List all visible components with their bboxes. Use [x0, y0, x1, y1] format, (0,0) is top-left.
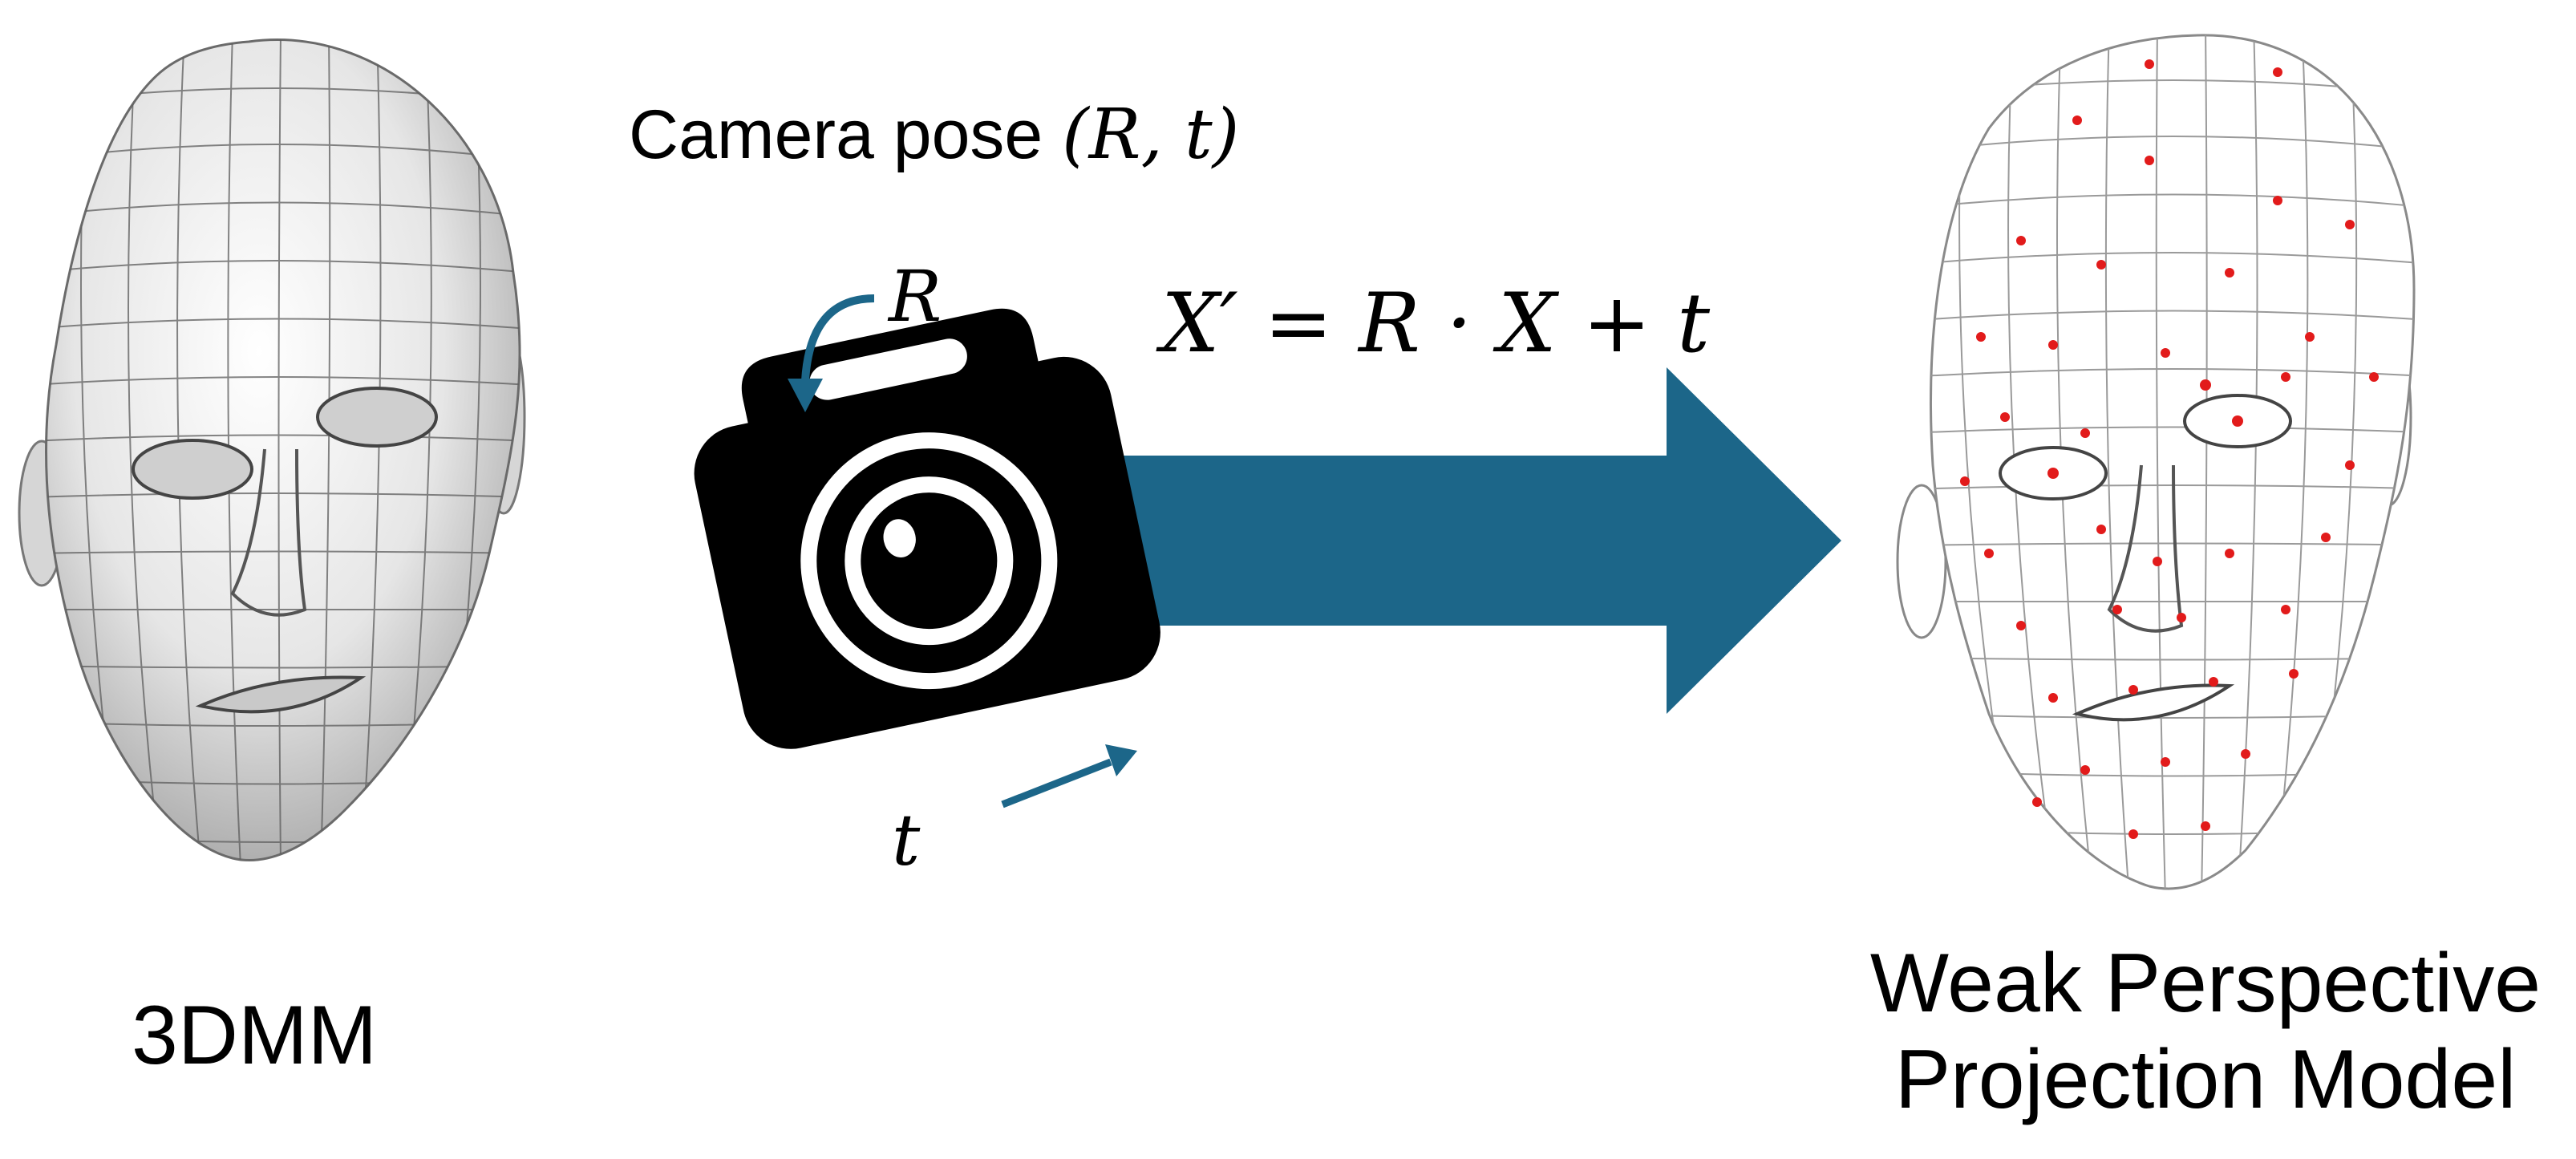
translation-label: t	[892, 799, 921, 881]
camera-icon	[694, 308, 1160, 749]
camera-pose-params: (R, t)	[1062, 95, 1240, 175]
head-surface	[45, 38, 521, 861]
left-eye	[132, 439, 253, 500]
camera-pose-label: Camera pose (R, t)	[629, 95, 1239, 175]
source-model-label: 3DMM	[132, 989, 378, 1082]
right-eye	[316, 387, 438, 448]
projection-equation: X′ = R · X + t	[1161, 276, 1711, 371]
nose	[2107, 464, 2184, 633]
mouth	[2072, 683, 2235, 722]
nose	[230, 448, 307, 617]
block-arrow-icon	[1103, 367, 1841, 714]
mouth	[195, 675, 367, 714]
target-model-label-line2: Projection Model	[1894, 1033, 2517, 1126]
3dmm-head-mesh	[18, 38, 526, 861]
target-model-label-line1: Weak Perspective	[1869, 937, 2542, 1030]
straight-arrow-icon	[1001, 744, 1137, 808]
projection-head-mesh	[1896, 34, 2416, 890]
landmark-points	[1960, 59, 2379, 839]
rotation-label: R	[889, 255, 942, 338]
camera-pose-prefix: Camera pose	[629, 96, 1063, 173]
target-model-label: Weak Perspective Projection Model	[1853, 935, 2558, 1128]
curved-arrow-icon	[788, 294, 875, 412]
